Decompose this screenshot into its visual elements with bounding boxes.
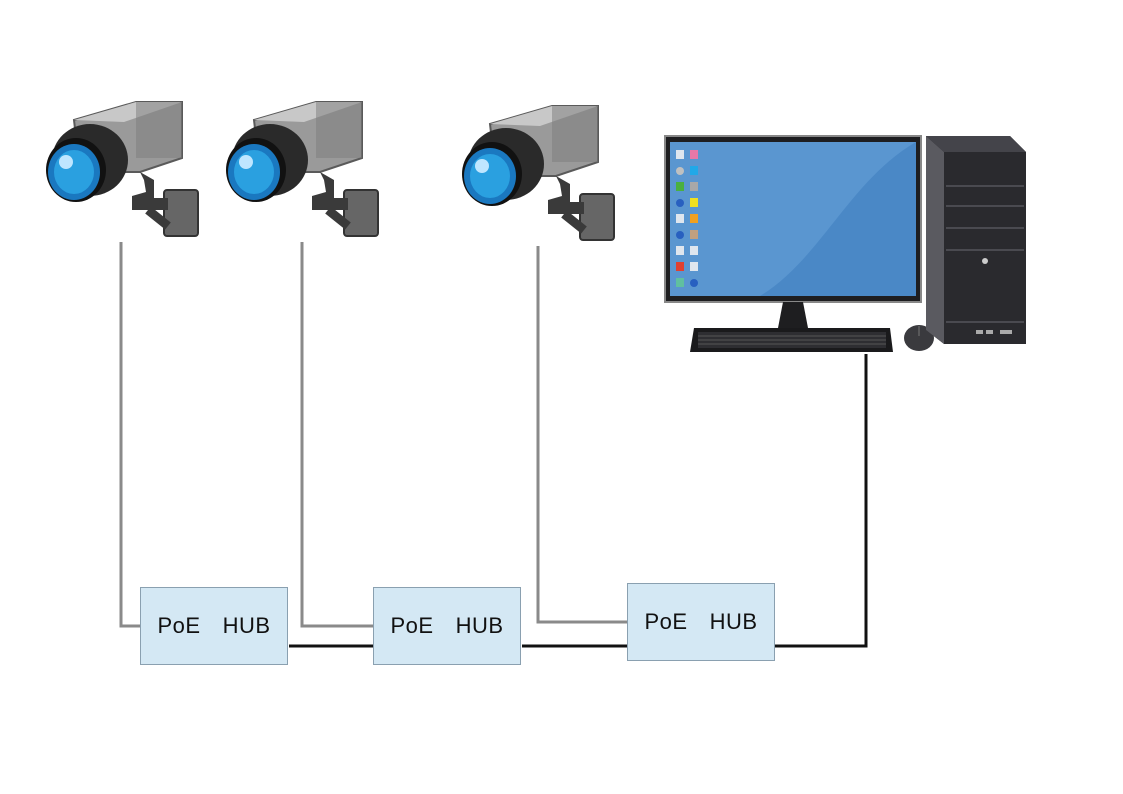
hub-label-hub: HUB (709, 609, 758, 634)
hub-label-poe: PoE (390, 613, 434, 638)
desktop-pc-icon (664, 135, 1026, 352)
hub-label-hub: HUB (222, 613, 271, 638)
uplink-cables (289, 354, 868, 648)
hub-label-poe: PoE (157, 613, 201, 638)
poe-hub-2: PoE HUB (373, 587, 521, 665)
security-camera-icon (462, 106, 614, 240)
desktop-icons (676, 150, 698, 287)
camera-cables (119, 242, 627, 628)
hub-label-poe: PoE (644, 609, 688, 634)
poe-hub-1: PoE HUB (140, 587, 288, 665)
hub-label-hub: HUB (455, 613, 504, 638)
security-camera-icon (46, 102, 198, 236)
poe-hub-3: PoE HUB (627, 583, 775, 661)
security-camera-icon (226, 102, 378, 236)
